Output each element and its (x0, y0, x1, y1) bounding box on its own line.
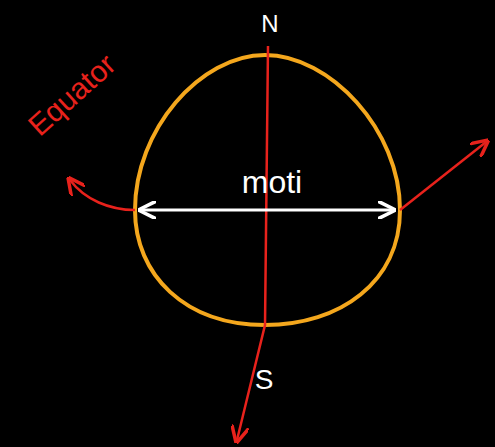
north-label: N (261, 12, 278, 36)
equator-pointer (70, 180, 135, 210)
south-label: S (255, 366, 274, 394)
equator-label: Equator (23, 49, 121, 142)
diameter-arrow (142, 209, 392, 212)
equator-pointer-right (400, 142, 486, 210)
diameter-label: moti (242, 166, 302, 198)
